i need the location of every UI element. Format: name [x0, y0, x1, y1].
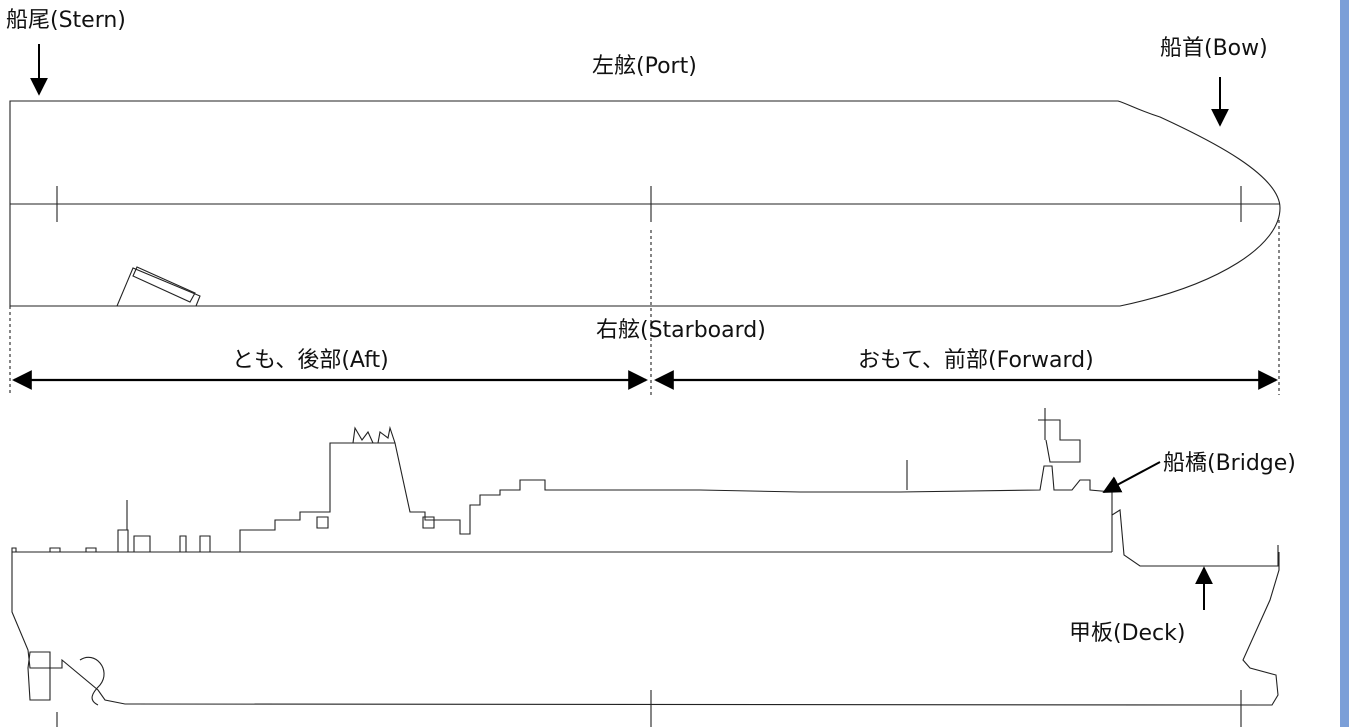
bridge-arrow [1102, 462, 1160, 492]
aft-label: とも、後部(Aft) [232, 348, 389, 373]
plan-view [10, 101, 1280, 395]
starboard-label: 右舷(Starboard) [596, 318, 766, 343]
propeller [80, 657, 104, 705]
aft-deck-fittings [12, 443, 1112, 552]
forecastle [1112, 510, 1279, 566]
forward-label: おもて、前部(Forward) [858, 348, 1094, 373]
lifeboat-shape [117, 268, 200, 306]
bridge-structure [1038, 420, 1080, 462]
stern-label: 船尾(Stern) [6, 8, 126, 33]
plan-hull-outline [10, 101, 1280, 306]
lifeboat-inner [133, 267, 195, 302]
rudder [28, 652, 50, 700]
window-edge-strip [1340, 0, 1349, 727]
bow-label: 船首(Bow) [1160, 36, 1268, 61]
port-label: 左舷(Port) [592, 54, 697, 79]
window-b [423, 517, 434, 528]
profile-view [12, 408, 1279, 727]
profile-hull-outline [12, 552, 1279, 705]
funnel-top [353, 428, 395, 443]
bridge-label: 船橋(Bridge) [1163, 451, 1296, 476]
deck-label: 甲板(Deck) [1069, 621, 1186, 646]
window-a [317, 517, 328, 528]
